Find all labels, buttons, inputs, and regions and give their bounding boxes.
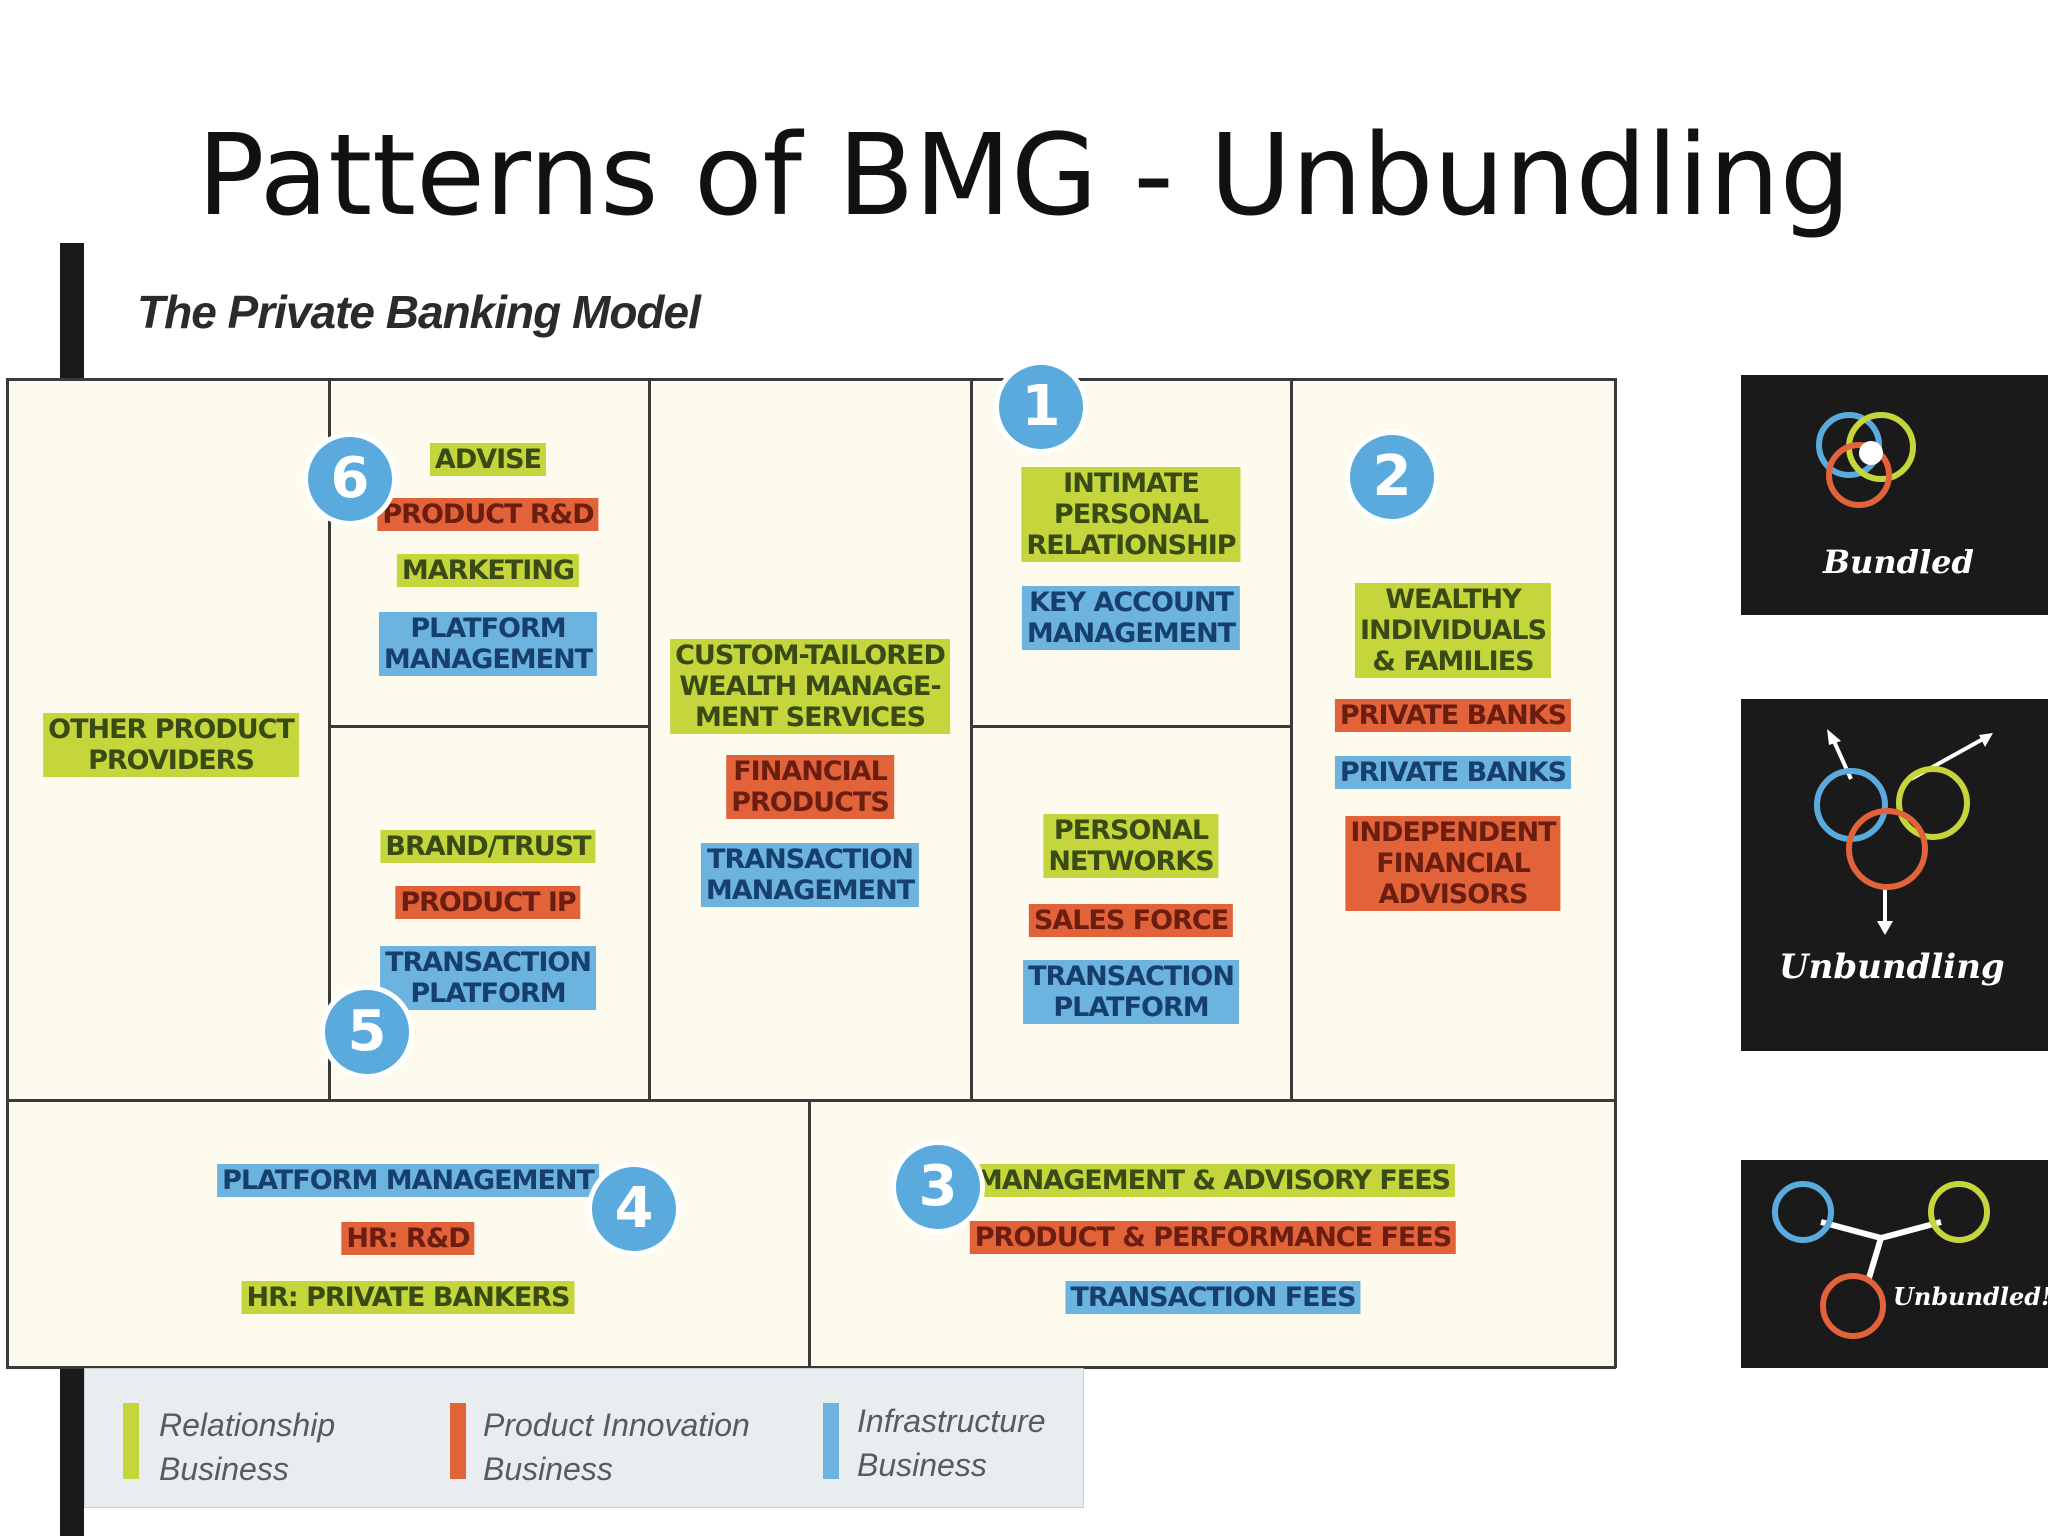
step-badge-6: 6 [303,432,397,526]
step-badge-4: 4 [587,1162,681,1256]
legend-swatch-product-innovation [450,1403,466,1479]
bundled-circles-icon [1816,412,1916,508]
canvas-divider-cost-revenue [808,1099,811,1368]
segment-label: PRIVATE BANKS [1334,699,1572,732]
unbundled-circles-icon [1772,1181,1990,1339]
unbundling-label: Unbundling [1779,947,2005,987]
canvas-border-right [1614,378,1617,1368]
legend-swatch-relationship [123,1403,139,1479]
left-accent-bar-bottom [60,1368,84,1536]
segment-label: INDEPENDENT FINANCIAL ADVISORS [1345,816,1561,911]
slide-title: Patterns of BMG - Unbundling [197,111,1851,241]
canvas-border-top [6,378,1616,381]
segment-label: WEALTHY INDIVIDUALS & FAMILIES [1354,583,1552,678]
channel-label: TRANSACTION PLATFORM [1023,960,1239,1024]
resource-label: TRANSACTION PLATFORM [380,946,596,1010]
legend-label-relationship: Relationship Business [159,1407,336,1487]
step-badge-5: 5 [320,985,414,1079]
step-badge-1: 1 [994,360,1088,454]
left-accent-bar-top [60,243,84,378]
relationship-label: KEY ACCOUNT MANAGEMENT [1021,586,1241,650]
unbundled-panel: Unbundled! [1741,1160,2048,1368]
revenue-label: TRANSACTION FEES [1065,1281,1361,1314]
resource-label: PRODUCT IP [395,886,581,919]
canvas-border-left [6,378,9,1368]
resource-label: BRAND/TRUST [380,830,596,863]
unbundling-panel: Unbundling [1741,699,2048,1051]
legend-swatch-infrastructure [823,1403,839,1479]
legend-label-product-innovation: Product Innovation Business [483,1407,750,1487]
canvas-border-bottom [6,1366,1616,1369]
bundled-label: Bundled [1823,543,1974,581]
unbundled-label: Unbundled! [1893,1282,2048,1311]
canvas-divider-col-2 [648,378,651,1100]
activity-label: ADVISE [429,443,547,476]
canvas-divider-col-3 [970,378,973,1100]
model-title: The Private Banking Model [137,286,701,338]
revenue-label: PRODUCT & PERFORMANCE FEES [969,1221,1457,1254]
step-badge-3: 3 [891,1140,985,1234]
step-badge-2: 2 [1345,430,1439,524]
activity-label: MARKETING [396,554,580,587]
channel-label: SALES FORCE [1028,904,1234,937]
legend: Relationship Business Product Innovation… [84,1368,1084,1508]
cost-label: HR: PRIVATE BANKERS [241,1281,575,1314]
canvas-divider-col-4 [1290,378,1293,1100]
canvas-divider-main-bottom [6,1099,1616,1102]
partner-label: OTHER PRODUCT PROVIDERS [43,713,299,777]
cost-label: HR: R&D [341,1222,475,1255]
relationship-label: INTIMATE PERSONAL RELATIONSHIP [1021,467,1241,562]
bundled-panel: Bundled [1741,375,2048,615]
value-proposition-label: FINANCIAL PRODUCTS [726,755,894,819]
revenue-label: MANAGEMENT & ADVISORY FEES [970,1164,1456,1197]
canvas-divider-relationships-channels [970,725,1292,728]
channel-label: PERSONAL NETWORKS [1043,814,1219,878]
value-proposition-label: CUSTOM-TAILORED WEALTH MANAGE- MENT SERV… [670,639,950,734]
activity-label: PLATFORM MANAGEMENT [378,612,598,676]
legend-label-infrastructure: Infrastructure Business [857,1403,1046,1483]
canvas-divider-activities-resources [328,725,650,728]
activity-label: PRODUCT R&D [377,498,599,531]
cost-label: PLATFORM MANAGEMENT [217,1164,599,1197]
value-proposition-label: TRANSACTION MANAGEMENT [700,843,920,907]
segment-label: PRIVATE BANKS [1334,756,1572,789]
unbundling-circles-icon [1814,729,1993,935]
canvas-divider-col-1 [328,378,331,1100]
